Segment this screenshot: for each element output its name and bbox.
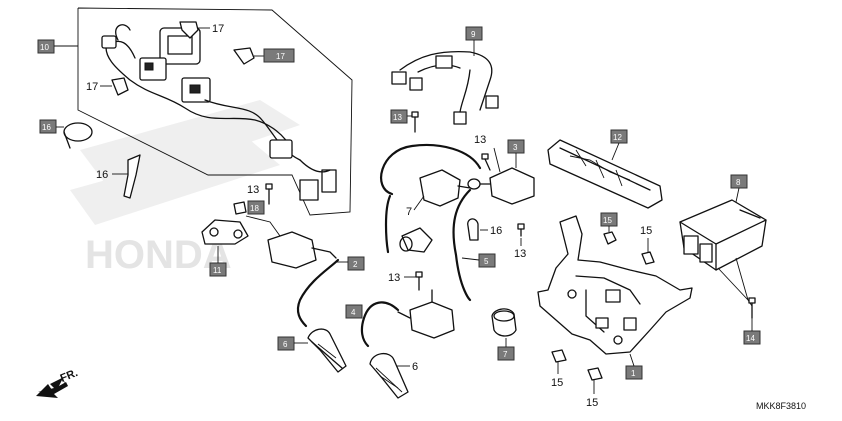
svg-text:4: 4 [351,308,356,317]
label-12-box: 12 [610,129,628,144]
label-4-box: 4 [345,304,363,319]
label-7-plain: 7 [406,206,412,218]
label-13-c: 13 [474,134,486,146]
svg-text:12: 12 [613,133,622,142]
label-3-box: 3 [507,139,525,154]
svg-text:17: 17 [276,52,285,61]
label-6-plain: 6 [412,361,418,373]
label-13-box: 13 [390,109,408,124]
part-5-ignition-coil[interactable] [452,188,472,302]
label-17-box: 17 [263,48,295,63]
label-13-d: 13 [514,248,526,260]
part-16-clamp[interactable] [467,218,479,241]
part-2-ignition-coil[interactable] [267,231,340,328]
part-11-bracket[interactable] [201,219,249,245]
label-15-d: 15 [586,397,598,409]
label-5-box: 5 [478,253,496,268]
svg-text:5: 5 [484,257,489,266]
label-16-strip: 16 [96,169,108,181]
svg-text:8: 8 [736,178,741,187]
part-6-plug-cap-left[interactable] [307,328,347,373]
front-marker-label: FR. [59,367,80,385]
part-18-nut[interactable] [233,201,247,215]
part-13-bolt-d[interactable] [517,223,525,237]
label-7-box: 7 [497,346,515,361]
part-15-clip-b[interactable] [641,251,655,265]
label-15-b: 15 [640,225,652,237]
part-13-bolt-c[interactable] [481,153,491,171]
part-8-control-module[interactable] [679,199,767,271]
svg-text:2: 2 [353,260,358,269]
svg-text:16: 16 [42,123,51,132]
svg-text:13: 13 [393,113,402,122]
part-17-clip-left[interactable] [111,77,129,96]
svg-text:18: 18 [250,204,259,213]
label-16-box: 16 [39,119,57,134]
label-1-box: 1 [625,365,643,380]
label-10: 10 [37,39,55,54]
part-17-clip-top[interactable] [179,21,199,39]
part-7-coil-assembly[interactable] [380,143,482,254]
svg-text:10: 10 [40,43,49,52]
part-9-sub-harness[interactable] [391,50,499,125]
label-11-box: 11 [209,262,227,277]
part-16-band-strip[interactable] [123,154,141,199]
svg-text:6: 6 [283,340,288,349]
diagram-code: MKK8F3810 [756,401,806,411]
svg-text:1: 1 [631,369,636,378]
part-15-clip-a[interactable] [603,231,617,245]
part-7-grommet[interactable] [491,308,517,337]
part-13-bolt-b[interactable] [411,111,419,133]
label-14-box: 14 [743,330,761,345]
part-14-bolt[interactable] [748,297,756,319]
part-4-ignition-coil[interactable] [360,289,455,348]
label-13-a: 13 [247,184,259,196]
part-13-bolt-e[interactable] [415,271,423,291]
part-7-plug-cap-top[interactable] [399,227,433,253]
front-direction-arrow [36,378,68,398]
label-2-box: 2 [347,256,365,271]
svg-text:11: 11 [213,266,222,275]
label-15-c: 15 [551,377,563,389]
part-3-ignition-coil[interactable] [467,167,535,205]
part-1-bracket-stay[interactable] [537,215,693,355]
svg-text:3: 3 [513,143,518,152]
svg-text:15: 15 [603,216,612,225]
label-16-clamp: 16 [490,225,502,237]
part-10-wire-harness[interactable] [77,7,353,216]
label-8-box: 8 [730,174,748,189]
label-9-box: 9 [465,26,483,41]
label-6-box: 6 [277,336,295,351]
svg-text:9: 9 [471,30,476,39]
label-17-top: 17 [212,23,224,35]
part-6-plug-cap-right[interactable] [369,353,409,399]
part-15-clip-c[interactable] [551,349,567,363]
part-13-bolt-a[interactable] [265,183,273,205]
label-18-box: 18 [247,200,265,215]
svg-text:7: 7 [503,350,508,359]
label-13-e: 13 [388,272,400,284]
label-17-left: 17 [86,81,98,93]
part-16-band-loop[interactable] [63,122,93,149]
label-15-box: 15 [600,212,618,227]
part-12-cover[interactable] [547,139,663,209]
part-17-clip-mid[interactable] [233,47,255,65]
part-15-clip-d[interactable] [587,367,603,381]
svg-text:14: 14 [746,334,755,343]
